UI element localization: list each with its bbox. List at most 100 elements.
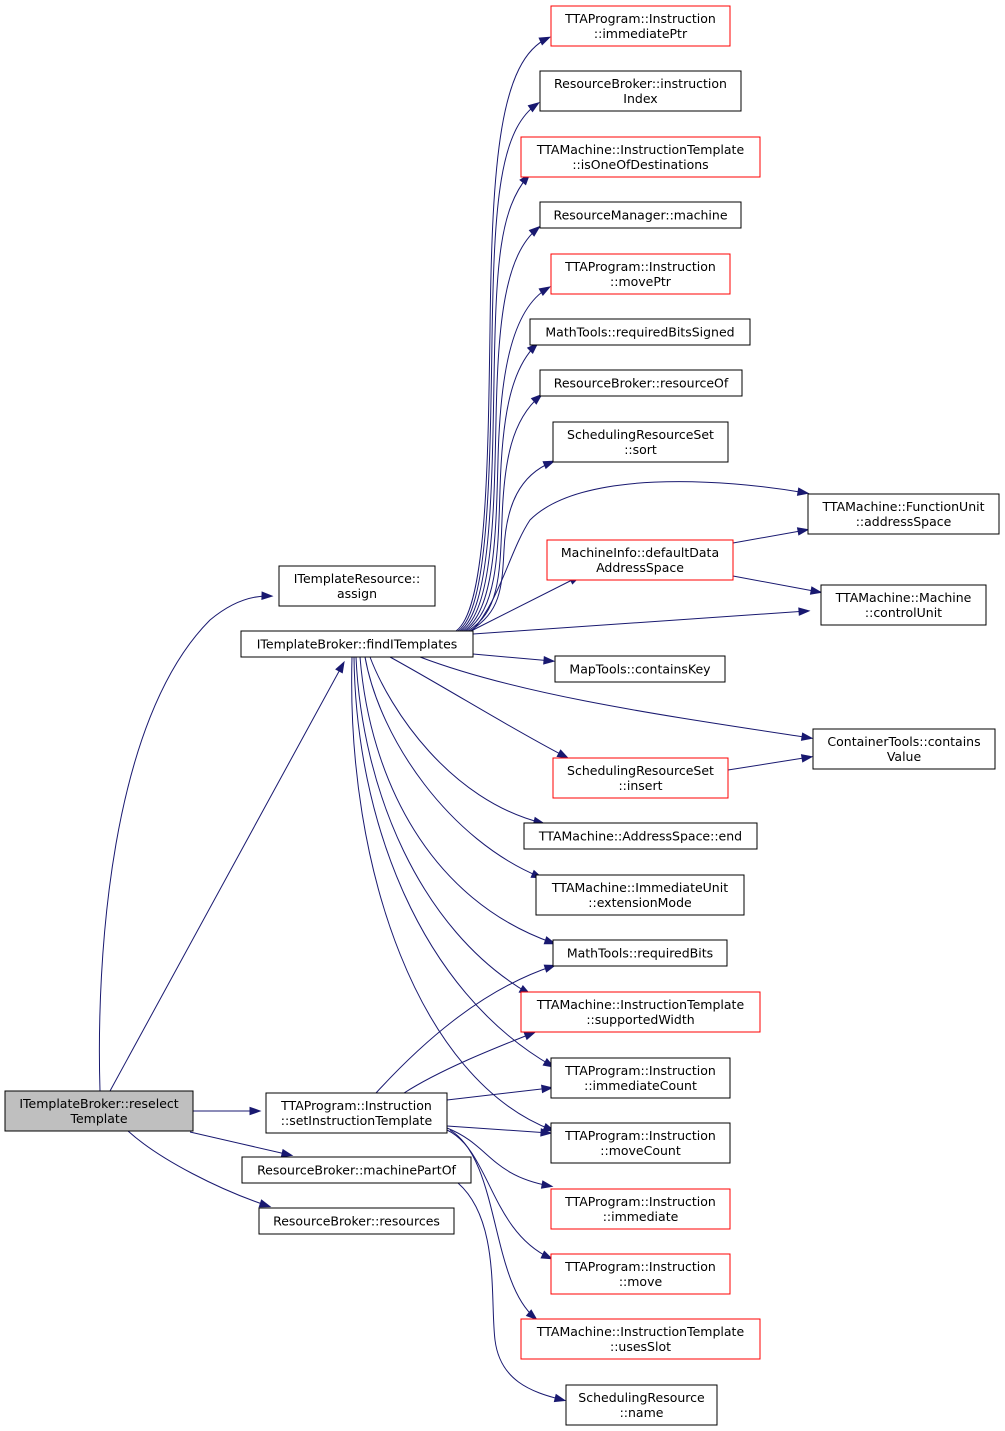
node-box (565, 1384, 718, 1426)
edge-line (355, 656, 529, 994)
edge-line (419, 656, 811, 739)
edge-line (727, 756, 811, 771)
edge-setInstructionTemplate-to-immediateCount (446, 1084, 554, 1101)
node-moveCount[interactable]: TTAProgram::Instruction::moveCount (550, 1122, 731, 1164)
edge-line (353, 656, 553, 1067)
node-label: TTAProgram::Instruction (564, 259, 716, 274)
node-sort[interactable]: SchedulingResourceSet::sort (552, 421, 729, 463)
node-resources[interactable]: ResourceBroker::resources (258, 1207, 455, 1235)
edge-insert-to-containsValue (727, 754, 814, 771)
edge-setInstructionTemplate-to-requiredBits (375, 964, 557, 1094)
node-resourceOf[interactable]: ResourceBroker::resourceOf (539, 369, 743, 397)
node-box (520, 991, 761, 1033)
node-usesSlot[interactable]: TTAMachine::InstructionTemplate::usesSlo… (520, 1318, 761, 1360)
node-box (520, 1318, 761, 1360)
node-requiredBitsSigned[interactable]: MathTools::requiredBitsSigned (529, 318, 751, 346)
edge-findITemplates-to-fuAddressSpace (471, 481, 810, 632)
node-label: SchedulingResourceSet (567, 763, 714, 778)
node-move[interactable]: TTAProgram::Instruction::move (550, 1253, 731, 1295)
node-box (539, 70, 742, 112)
edge-findITemplates-to-insert (389, 656, 570, 759)
node-immediate[interactable]: TTAProgram::Instruction::immediate (550, 1188, 731, 1230)
node-insert[interactable]: SchedulingResourceSet::insert (552, 757, 729, 799)
node-label: ::move (619, 1274, 663, 1289)
node-extensionMode[interactable]: TTAMachine::ImmediateUnit::extensionMode (535, 874, 745, 916)
arrowhead-icon (543, 936, 557, 945)
node-box (550, 5, 731, 47)
edge-findITemplates-to-requiredBits (359, 656, 557, 945)
node-label: AddressSpace (596, 560, 684, 575)
edge-findITemplates-to-sort (469, 460, 556, 632)
node-label: TTAMachine::AddressSpace::end (538, 829, 742, 844)
node-requiredBits[interactable]: MathTools::requiredBits (552, 939, 728, 967)
node-box (554, 655, 726, 683)
node-label: ::moveCount (600, 1143, 681, 1158)
arrowhead-icon (796, 527, 810, 536)
node-label: TTAProgram::Instruction (564, 11, 716, 26)
edge-line (732, 529, 807, 544)
arrowhead-icon (541, 1084, 554, 1094)
node-box (550, 1122, 731, 1164)
arrowhead-icon (800, 754, 814, 763)
node-label: MapTools::containsKey (569, 662, 711, 677)
edge-line (461, 227, 539, 632)
node-label: TTAMachine::InstructionTemplate (536, 1324, 745, 1339)
node-label: TTAProgram::Instruction (564, 1128, 716, 1143)
edge-line (463, 287, 549, 632)
arrowhead-icon (540, 1180, 554, 1189)
edge-line (446, 1127, 551, 1187)
node-srName[interactable]: SchedulingResource::name (565, 1384, 718, 1426)
node-supportedWidth[interactable]: TTAMachine::InstructionTemplate::support… (520, 991, 761, 1033)
edge-line (455, 37, 549, 632)
node-label: SchedulingResource (578, 1390, 705, 1405)
node-assign[interactable]: ITemplateResource::assign (278, 565, 436, 607)
arrowhead-icon (527, 102, 540, 113)
arrowhead-icon (538, 286, 551, 296)
node-containsKey[interactable]: MapTools::containsKey (554, 655, 726, 683)
node-movePtr[interactable]: TTAProgram::Instruction::movePtr (550, 253, 731, 295)
node-box (550, 1057, 731, 1099)
node-label: ::usesSlot (610, 1339, 671, 1354)
node-label: MathTools::requiredBitsSigned (545, 325, 734, 340)
edge-setInstructionTemplate-to-moveCount (446, 1125, 553, 1137)
node-box (535, 874, 745, 916)
node-label: ::sort (624, 442, 657, 457)
node-box (546, 539, 734, 581)
arrowhead-icon (800, 732, 814, 741)
edge-line (446, 1087, 551, 1101)
node-box (258, 1207, 455, 1235)
edge-line (472, 653, 553, 662)
edge-line (459, 175, 529, 632)
arrowhead-icon (335, 660, 345, 674)
node-immediatePtr[interactable]: TTAProgram::Instruction::immediatePtr (550, 5, 731, 47)
edge-line (732, 575, 820, 593)
edge-line (457, 1182, 564, 1401)
node-label: ::addressSpace (856, 514, 952, 529)
edge-findITemplates-to-supportedWidth (355, 656, 531, 995)
node-machine[interactable]: ResourceManager::machine (539, 201, 742, 229)
node-setInstructionTemplate[interactable]: TTAProgram::Instruction::setInstructionT… (265, 1092, 448, 1134)
node-controlUnit[interactable]: TTAMachine::Machine::controlUnit (820, 584, 987, 626)
node-label: TTAProgram::Instruction (564, 1063, 716, 1078)
node-label: MathTools::requiredBits (567, 946, 713, 961)
node-asEnd[interactable]: TTAMachine::AddressSpace::end (523, 822, 758, 850)
edge-line (446, 1129, 551, 1259)
node-findITemplates[interactable]: ITemplateBroker::findITemplates (240, 630, 474, 658)
arrowhead-icon (528, 225, 541, 237)
node-immediateCount[interactable]: TTAProgram::Instruction::immediateCount (550, 1057, 731, 1099)
arrowhead-icon (553, 1393, 567, 1403)
node-fuAddressSpace[interactable]: TTAMachine::FunctionUnit::addressSpace (807, 493, 1000, 535)
node-isOneOfDestinations[interactable]: TTAMachine::InstructionTemplate::isOneOf… (520, 136, 761, 178)
edge-setInstructionTemplate-to-move (446, 1129, 554, 1260)
node-machinePartOf[interactable]: ResourceBroker::machinePartOf (241, 1156, 472, 1184)
edge-findITemplates-to-movePtr (463, 286, 551, 632)
node-box (552, 757, 729, 799)
arrowhead-icon (258, 1199, 272, 1208)
edge-line (375, 965, 554, 1094)
arrowhead-icon (540, 1128, 553, 1137)
